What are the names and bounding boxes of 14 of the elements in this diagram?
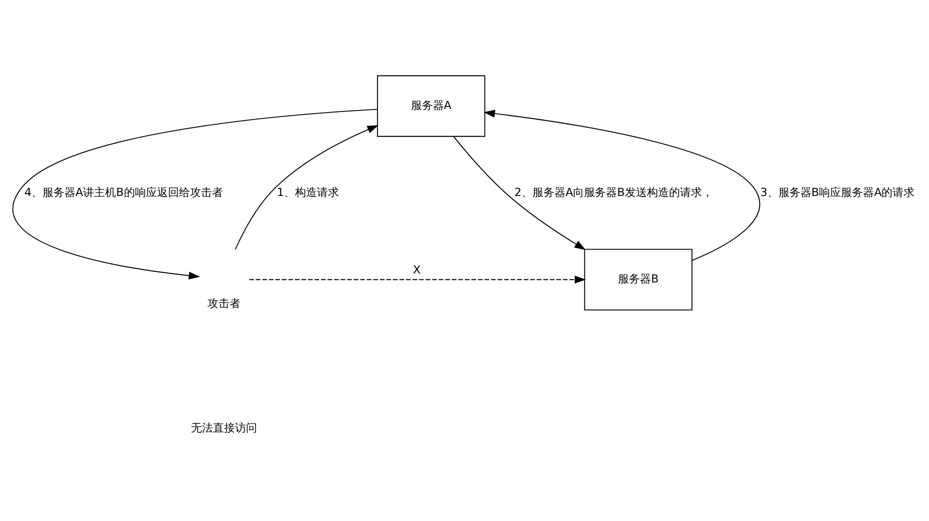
arrow <box>484 110 760 261</box>
arrow <box>453 136 586 250</box>
node-box: 服务器A <box>377 75 486 137</box>
node-text: 攻击者 <box>207 296 240 310</box>
edge-label: X <box>413 264 421 277</box>
arrow <box>234 125 379 250</box>
edge-label: 4、服务器A讲主机B的响应返回给攻击者 <box>24 186 223 199</box>
edge-label: 3、服务器B响应服务器A的请求 <box>760 186 915 199</box>
label: 无法直接访问 <box>190 421 257 434</box>
arrow <box>12 108 378 280</box>
arrow <box>248 276 586 284</box>
edge-label: 1、构造请求 <box>276 186 340 199</box>
edge-label: 2、服务器A向服务器B发送构造的请求， <box>514 186 713 199</box>
node-box: 服务器B <box>584 248 692 310</box>
